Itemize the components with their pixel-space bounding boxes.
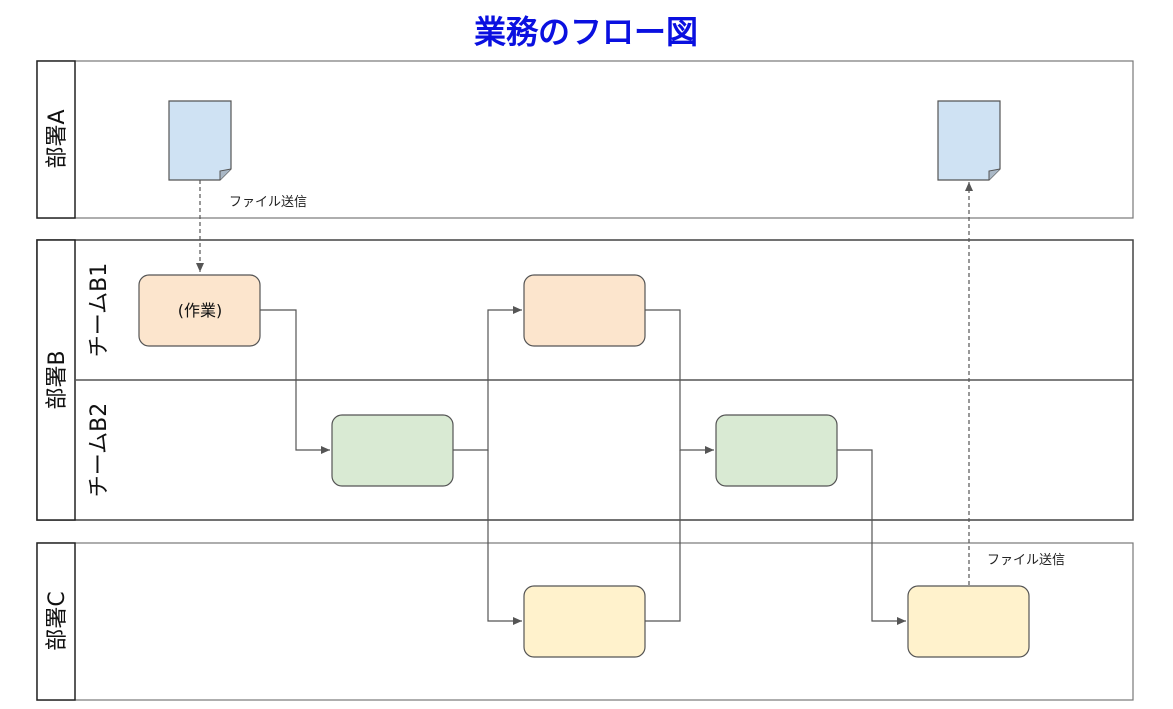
document-icon <box>937 100 1001 181</box>
process-node-b2-first <box>331 414 454 487</box>
process-node-c-first <box>523 585 646 658</box>
edge-b2-second-to-c-second <box>837 449 906 625</box>
process-node-b2-second <box>715 414 838 487</box>
edge-b1-to-b2 <box>260 309 330 454</box>
lane-label-team-b1: チームB1 <box>87 263 112 357</box>
edge-b1-second-to-b2-second <box>645 309 714 454</box>
process-node-b1-first: (作業) <box>138 274 261 347</box>
process-node-b1-second <box>523 274 646 347</box>
lane-label-team-b2: チームB2 <box>87 403 112 497</box>
lane-label-dept-c: 部署C <box>45 591 70 650</box>
process-node-label: (作業) <box>178 301 223 320</box>
edge-label-file-send-out: ファイル送信 <box>987 553 1065 568</box>
edge-c-first-to-b2-second <box>645 450 681 622</box>
edge-b2-to-c-first <box>487 450 522 625</box>
lane-label-dept-a: 部署A <box>45 109 70 168</box>
edge-b2-to-b1-second <box>452 306 522 451</box>
connectors <box>196 180 973 625</box>
page-title: 業務のフロー図 <box>474 13 698 51</box>
document-icon <box>168 100 232 181</box>
edge-label-file-send-in: ファイル送信 <box>229 195 307 210</box>
lane-label-dept-b: 部署B <box>45 350 70 409</box>
process-node-c-second <box>907 585 1030 658</box>
